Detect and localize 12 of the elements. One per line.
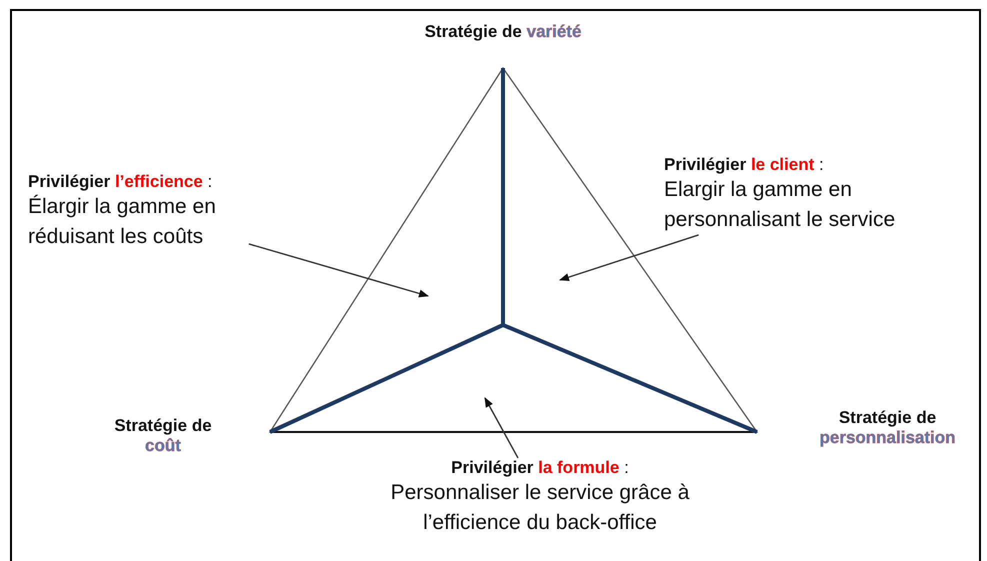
heading-text: Privilégier l’efficience : <box>28 172 214 192</box>
description-text: Personnaliser le service grâce à l’efficience du back-office <box>390 480 690 536</box>
vertex-label: Stratégie de personnalisation <box>818 408 957 448</box>
vertex-label: Stratégie de variété <box>424 22 582 42</box>
leader-arrow <box>484 397 519 458</box>
description-text: Elargir la gamme en personnalisant le service <box>664 177 896 233</box>
leader-arrow <box>248 243 429 298</box>
leader-arrow <box>559 234 699 282</box>
description-text: Élargir la gamme en réduisant les coûts <box>28 194 217 250</box>
heading-text: Privilégier le client : <box>664 155 825 175</box>
vertex-label: Stratégie de coût <box>113 416 213 456</box>
heading-text: Privilégier la formule : <box>450 458 630 478</box>
